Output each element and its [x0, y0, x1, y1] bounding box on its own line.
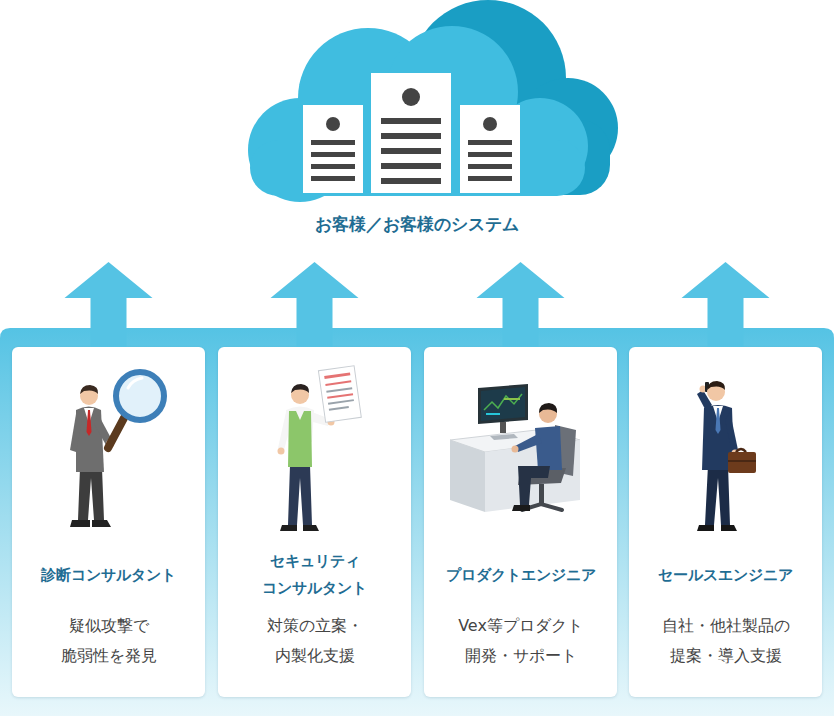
server-icon-part	[381, 148, 441, 154]
base-band	[0, 328, 834, 716]
cloud-label: お客様／お客様のシステム	[220, 213, 614, 236]
cloud-shape-part	[386, 26, 518, 158]
role-title: 診断コンサルタント	[18, 547, 199, 603]
role-card: プロダクトエンジニア Vex等プロダクト 開発・サポート	[424, 347, 617, 697]
cloud-shape-part	[518, 78, 618, 178]
server-icon-part	[402, 88, 420, 106]
customer-cloud: お客様／お客様のシステム	[220, 0, 614, 262]
up-arrow	[65, 262, 153, 347]
server-icon-part	[468, 164, 512, 169]
role-description: 自社・他社製品の 提案・導入支援	[643, 611, 808, 671]
server-icon-part	[326, 117, 340, 131]
cloud-shape-part	[492, 98, 588, 194]
server-icon-part	[460, 105, 520, 193]
role-card: 診断コンサルタント疑似攻撃で 脆弱性を発見	[12, 347, 205, 697]
server-icon-part	[311, 176, 355, 181]
server-icon-part	[381, 118, 441, 124]
server-icon-part	[311, 140, 355, 145]
cloud-shape-part	[250, 140, 585, 196]
server-icon-part	[468, 152, 512, 157]
server-icon-part	[311, 164, 355, 169]
cloud-shape-part	[470, 120, 610, 195]
server-icon-part	[468, 140, 512, 145]
role-title: セキュリティ コンサルタント	[224, 547, 405, 603]
role-card: セキュリティ コンサルタント対策の立案・ 内製化支援	[218, 347, 411, 697]
server-icon-part	[311, 152, 355, 157]
server-icon	[303, 73, 520, 193]
server-icon-part	[381, 163, 441, 169]
cloud-shape	[248, 0, 618, 202]
server-icon-part	[483, 117, 497, 131]
up-arrow	[271, 262, 359, 347]
role-description: 疑似攻撃で 脆弱性を発見	[26, 611, 191, 671]
up-arrow	[477, 262, 565, 347]
cloud-shape-part	[298, 28, 438, 168]
server-icon-part	[381, 133, 441, 139]
cloud-shape-part	[410, 0, 566, 156]
role-title: プロダクトエンジニア	[430, 547, 611, 603]
server-icon-part	[381, 178, 441, 184]
server-icon-part	[371, 73, 451, 193]
role-card: セールスエンジニア自社・他社製品の 提案・導入支援	[629, 347, 822, 697]
up-arrow	[682, 262, 770, 347]
role-description: Vex等プロダクト 開発・サポート	[438, 611, 603, 671]
server-icon-part	[303, 105, 363, 193]
server-icon-part	[468, 176, 512, 181]
role-title: セールスエンジニア	[635, 547, 816, 603]
role-description: 対策の立案・ 内製化支援	[232, 611, 397, 671]
cloud-shape-part	[248, 98, 352, 202]
